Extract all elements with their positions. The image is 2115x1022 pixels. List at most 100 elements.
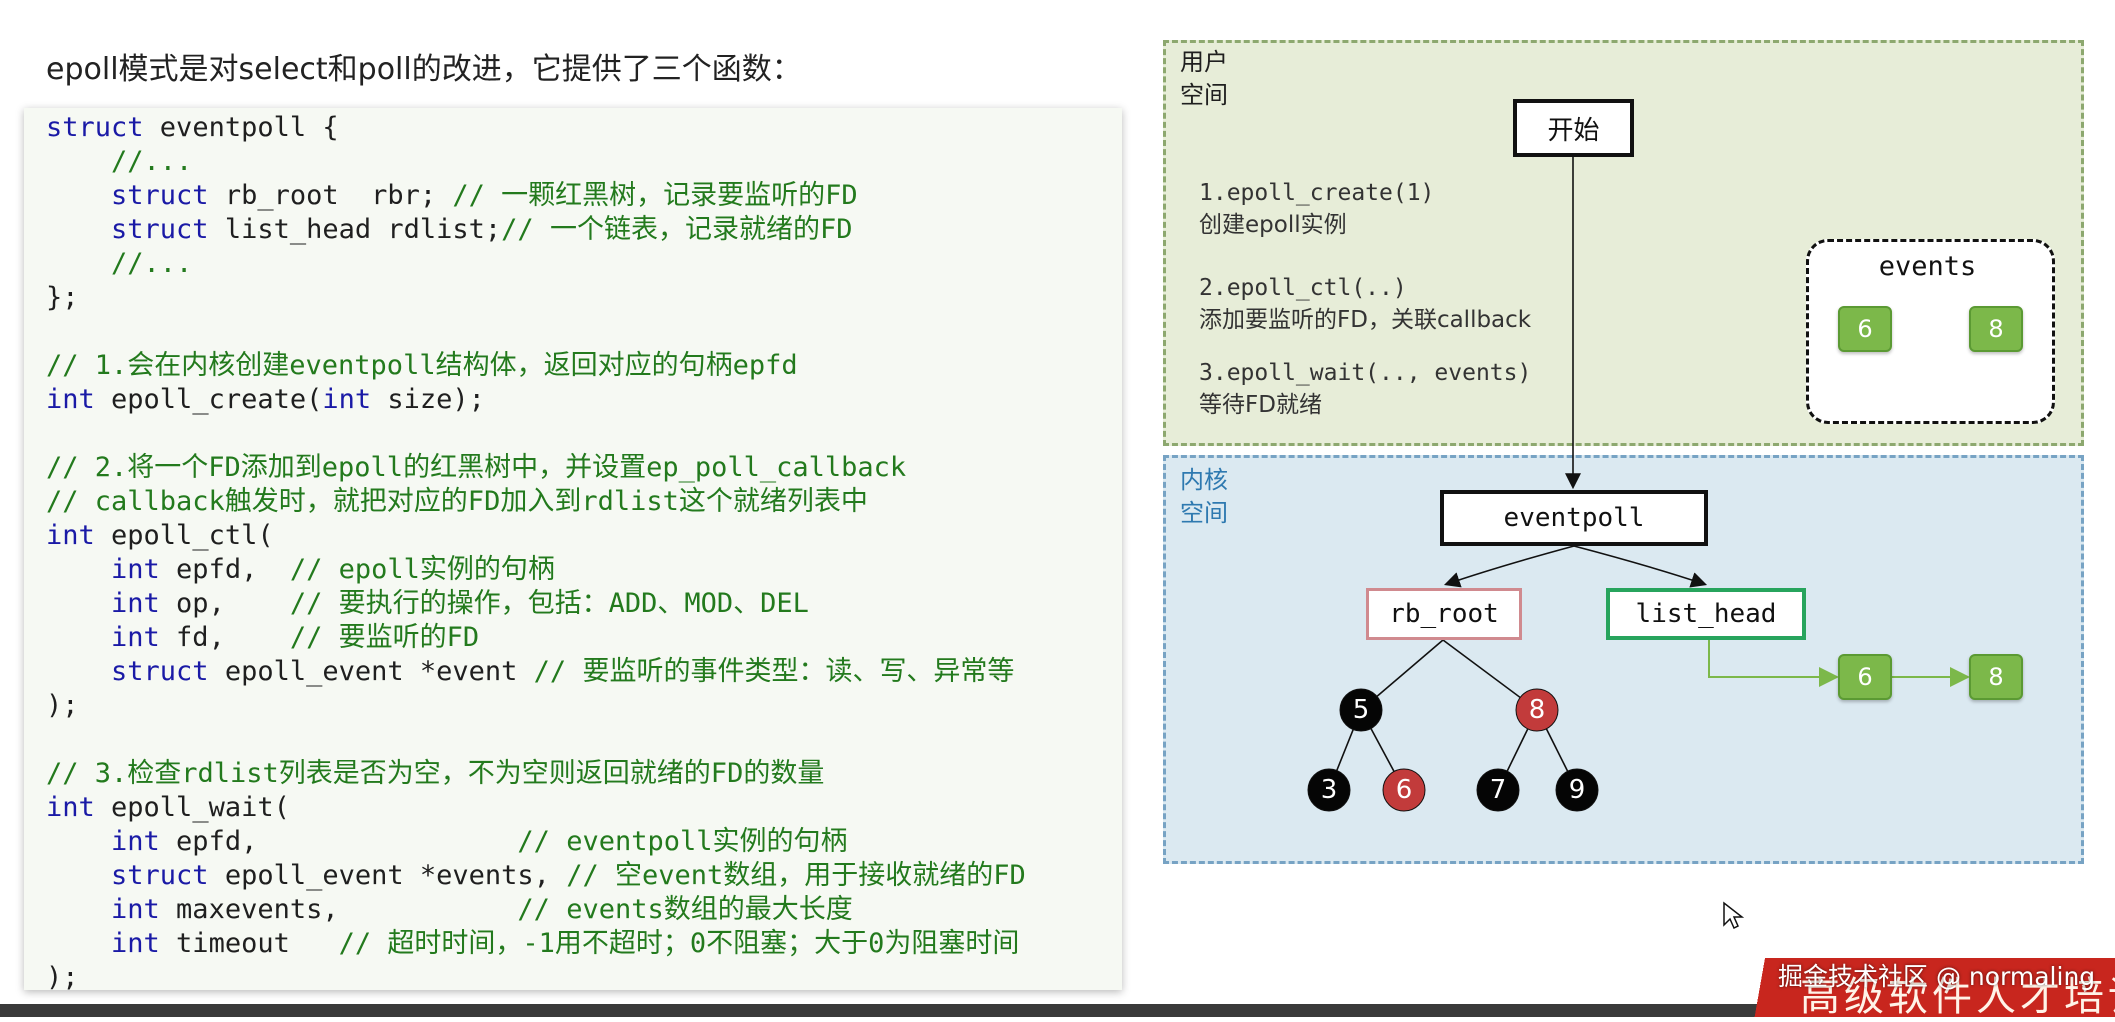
code-line: ); <box>46 961 79 995</box>
step-3-code: 3.epoll_wait(.., events) <box>1199 360 1532 386</box>
step-1-desc: 创建epoll实例 <box>1199 212 1347 238</box>
code-text: }; <box>46 282 79 313</box>
code-line: //... <box>46 145 192 179</box>
code-line: int epoll_wait( <box>46 791 290 825</box>
code-comment: // 要执行的操作，包括：ADD、MOD、DEL <box>289 588 809 619</box>
kernel-space-label: 内核 空间 <box>1180 466 1228 527</box>
arrow-eventpoll-to-rbroot <box>1443 545 1575 588</box>
code-line: struct eventpoll { <box>46 111 339 145</box>
list-item-8: 8 <box>1969 654 2023 700</box>
page-heading: epoll模式是对select和poll的改进，它提供了三个函数： <box>46 52 802 87</box>
code-line: int maxevents, // events数组的最大长度 <box>46 893 853 927</box>
tree-node-label: 9 <box>1569 775 1586 805</box>
eventpoll-box: eventpoll <box>1440 490 1708 546</box>
step-1-code: 1.epoll_create(1) <box>1199 180 1435 206</box>
code-keyword: struct <box>46 656 209 687</box>
step-1: 1.epoll_create(1) 创建epoll实例 <box>1199 177 1434 241</box>
tree-node-label: 3 <box>1321 775 1338 805</box>
events-item-6: 6 <box>1838 306 1892 352</box>
brand-banner <box>1750 958 2115 1017</box>
step-2: 2.epoll_ctl(..) 添加要监听的FD，关联callback <box>1199 272 1531 336</box>
code-line: // 3.检查rdlist列表是否为空，不为空则返回就绪的FD的数量 <box>46 757 824 791</box>
tree-node-9 <box>1555 768 1599 812</box>
code-text: eventpoll { <box>143 112 339 143</box>
code-text: list_head rdlist; <box>208 214 502 245</box>
code-line: struct rb_root rbr; // 一颗红黑树，记录要监听的FD <box>46 179 858 213</box>
code-text: epoll_wait( <box>94 792 290 823</box>
code-line: // callback触发时，就把对应的FD加入到rdlist这个就绪列表中 <box>46 485 868 519</box>
code-keyword: int <box>46 928 160 959</box>
code-line: int epfd, // eventpoll实例的句柄 <box>46 825 848 859</box>
step-2-code: 2.epoll_ctl(..) <box>1199 275 1407 301</box>
code-keyword: int <box>46 826 160 857</box>
code-comment: //... <box>46 146 193 177</box>
tree-node-7 <box>1476 768 1520 812</box>
code-text: op, <box>159 588 290 619</box>
user-space-label: 用户 空间 <box>1180 48 1228 109</box>
code-comment: // 2.将一个FD添加到epoll的红黑树中，并设置ep_poll_callb… <box>46 452 907 483</box>
code-keyword: int <box>46 384 95 415</box>
tree-node-label: 6 <box>1396 775 1413 805</box>
code-keyword: struct <box>46 180 209 211</box>
code-line: int epoll_create(int size); <box>46 383 485 417</box>
code-comment: // 要监听的事件类型：读、写、异常等 <box>533 656 1015 687</box>
code-panel: struct eventpoll { //... struct rb_root … <box>24 108 1122 993</box>
code-keyword: int <box>46 792 95 823</box>
code-comment: // 1.会在内核创建eventpoll结构体，返回对应的句柄epfd <box>46 350 798 381</box>
code-comment: // 3.检查rdlist列表是否为空，不为空则返回就绪的FD的数量 <box>46 758 825 789</box>
code-line: struct list_head rdlist;// 一个链表，记录就绪的FD <box>46 213 852 247</box>
code-line: int fd, // 要监听的FD <box>46 621 479 655</box>
code-line: //... <box>46 247 192 281</box>
tree-node-8 <box>1515 688 1559 732</box>
tree-node-label: 8 <box>1529 695 1546 725</box>
code-line: int epfd, // epoll实例的句柄 <box>46 553 555 587</box>
bottom-bar <box>0 1004 1760 1017</box>
code-text: ); <box>46 962 79 993</box>
code-keyword: int <box>46 894 160 925</box>
code-line: struct epoll_event *event // 要监听的事件类型：读、… <box>46 655 1014 689</box>
code-keyword: int <box>46 588 160 619</box>
events-label: events <box>1878 251 1977 282</box>
tree-node-6 <box>1382 768 1426 812</box>
code-line: ); <box>46 689 79 723</box>
code-text: epoll_event *event <box>208 656 534 687</box>
tree-node-label: 7 <box>1490 775 1507 805</box>
events-item-8: 8 <box>1969 306 2023 352</box>
code-keyword: int <box>46 554 160 585</box>
start-box: 开始 <box>1513 99 1634 157</box>
code-keyword: int <box>46 520 95 551</box>
code-line: int epoll_ctl( <box>46 519 274 553</box>
arrow-listhead-to-6 <box>1708 640 1839 687</box>
code-comment: // 超时时间，-1用不超时；0不阻塞；大于0为阻塞时间 <box>338 928 1020 959</box>
code-text: epoll_ctl( <box>94 520 274 551</box>
code-text: epoll_create( <box>94 384 323 415</box>
list-item-6: 6 <box>1838 654 1892 700</box>
code-line: int timeout // 超时时间，-1用不超时；0不阻塞；大于0为阻塞时间 <box>46 927 1019 961</box>
arrow-eventpoll-to-listhead <box>1573 545 1708 588</box>
code-text: epfd, <box>159 554 290 585</box>
rb-root-box: rb_root <box>1366 588 1522 640</box>
code-text: ); <box>46 690 79 721</box>
list-head-box: list_head <box>1606 588 1806 640</box>
code-comment: // 一颗红黑树，记录要监听的FD <box>452 180 858 211</box>
code-keyword: struct <box>46 860 209 891</box>
tree-node-label: 5 <box>1353 695 1370 725</box>
step-3: 3.epoll_wait(.., events) 等待FD就绪 <box>1199 357 1531 421</box>
code-comment: //... <box>46 248 193 279</box>
code-comment: // eventpoll实例的句柄 <box>517 826 848 857</box>
code-text: size); <box>371 384 485 415</box>
watermark: 掘金技术社区 @ normaling <box>1778 962 2096 991</box>
code-text: maxevents, <box>159 894 518 925</box>
tree-node-3 <box>1307 768 1351 812</box>
code-keyword: struct <box>46 112 144 143</box>
step-2-desc: 添加要监听的FD，关联callback <box>1199 307 1532 333</box>
step-3-desc: 等待FD就绪 <box>1199 392 1322 418</box>
code-line: int op, // 要执行的操作，包括：ADD、MOD、DEL <box>46 587 809 621</box>
code-keyword: struct <box>46 214 209 245</box>
mouse-cursor-icon <box>1723 901 1744 930</box>
code-line: struct epoll_event *events, // 空event数组，… <box>46 859 1026 893</box>
banner-text: 高级软件人才培训 <box>1800 974 2115 1020</box>
code-comment: // events数组的最大长度 <box>517 894 853 925</box>
tree-node-5 <box>1339 688 1383 732</box>
